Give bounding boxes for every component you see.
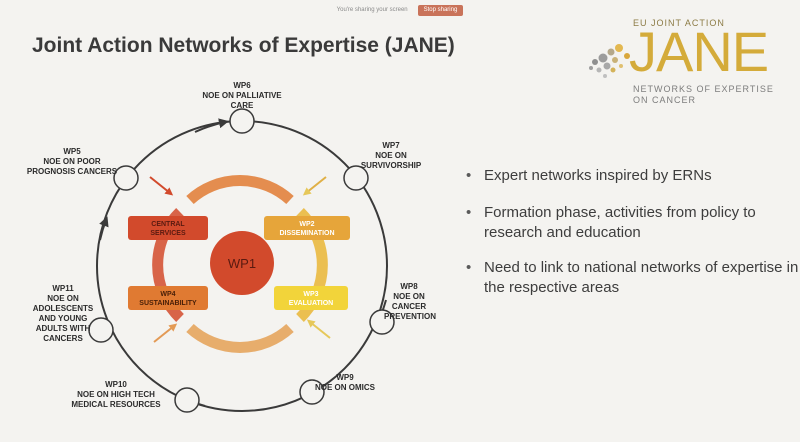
logo-subtitle-line: ON CANCER xyxy=(633,95,697,105)
box-wp2 xyxy=(264,216,350,240)
wp7-number: WP7 xyxy=(382,141,400,150)
logo-subtitle-line: NETWORKS OF EXPERTISE xyxy=(633,84,774,94)
node-wp9 xyxy=(299,379,325,405)
box-wp3 xyxy=(274,286,348,310)
wp2-label: DISSEMINATION xyxy=(279,230,334,237)
wp10-text: NOE ON HIGH TECH xyxy=(77,390,155,399)
key-points-list: Expert networks inspired by ERNs Formati… xyxy=(464,166,800,313)
screen-share-bar: You're sharing your screen Stop sharing xyxy=(0,4,800,16)
jane-logo: EU JOINT ACTION JANE NETWORKS OF EXPERTI… xyxy=(585,16,785,116)
wp11-number: WP11 xyxy=(52,284,74,293)
wp8-text: PREVENTION xyxy=(384,312,437,321)
node-wp11 xyxy=(88,317,114,343)
node-wp10 xyxy=(174,387,200,413)
logo-subtitle: NETWORKS OF EXPERTISE ON CANCER xyxy=(633,84,774,106)
wp2-label: WP2 xyxy=(299,221,314,228)
wp5-number: WP5 xyxy=(63,147,81,156)
logo-dots-icon xyxy=(589,44,630,78)
inner-ring-segment-bottom xyxy=(186,323,294,353)
wp6-text: NOE ON PALLIATIVE xyxy=(202,91,282,100)
wp10-number: WP10 xyxy=(105,380,127,389)
wp6-label: WP6 NOE ON PALLIATIVE CARE xyxy=(190,81,294,111)
cycle-arrow-icon xyxy=(194,118,229,133)
wp9-text: NOE ON OMICS xyxy=(314,383,375,392)
logo-wordmark: JANE xyxy=(629,20,769,83)
wp6-number: WP6 xyxy=(233,81,251,90)
node-wp7 xyxy=(343,165,369,191)
wp11-text: ADOLESCENTS xyxy=(32,304,94,313)
wp10-text: MEDICAL RESOURCES xyxy=(71,400,161,409)
inner-ring-segment-top xyxy=(186,175,294,205)
feed-arrow-icon xyxy=(306,319,331,339)
wp8-number: WP8 xyxy=(400,282,418,291)
work-package-diagram: CENTRAL SERVICES WP2 DISSEMINATION WP4 S… xyxy=(0,60,460,437)
screen-share-text: You're sharing your screen xyxy=(336,7,408,13)
wp10-label: WP10 NOE ON HIGH TECH MEDICAL RESOURCES xyxy=(60,380,172,410)
wp11-text: NOE ON xyxy=(47,294,79,303)
wp7-text: SURVIVORSHIP xyxy=(360,161,422,170)
wp8-label: WP8 NOE ON CANCER PREVENTION xyxy=(384,282,437,322)
center-wp1 xyxy=(210,231,274,295)
wp5-text: PROGNOSIS CANCERS xyxy=(26,167,118,176)
node-wp8 xyxy=(369,309,395,335)
bullet-item: Formation phase, activities from policy … xyxy=(464,203,800,243)
box-wp4 xyxy=(128,286,208,310)
central-services-label: CENTRAL xyxy=(151,221,185,228)
wp1-label: WP1 xyxy=(228,256,256,271)
cycle-diagram: CENTRAL SERVICES WP2 DISSEMINATION WP4 S… xyxy=(88,108,395,413)
feed-arrow-icon xyxy=(153,323,178,343)
bullet-item: Expert networks inspired by ERNs xyxy=(464,166,800,186)
node-wp5 xyxy=(113,165,139,191)
wp11-text: CANCERS xyxy=(43,334,83,343)
wp3-label: WP3 xyxy=(303,291,318,298)
wp11-text: AND YOUNG xyxy=(38,314,88,323)
slide-title: Joint Action Networks of Expertise (JANE… xyxy=(32,34,455,57)
cycle-arrow-icon xyxy=(99,216,109,241)
wp5-label: WP5 NOE ON POOR PROGNOSIS CANCERS xyxy=(20,147,124,177)
wp8-text: NOE ON xyxy=(393,292,425,301)
wp9-label: WP9 NOE ON OMICS xyxy=(310,373,380,393)
wp11-label: WP11 NOE ON ADOLESCENTS AND YOUNG ADULTS… xyxy=(24,284,102,344)
stop-sharing-button[interactable]: Stop sharing xyxy=(417,4,464,16)
feed-arrow-icon xyxy=(302,176,327,196)
box-central-services xyxy=(128,216,208,240)
wp9-number: WP9 xyxy=(336,373,354,382)
node-wp6 xyxy=(229,108,255,134)
wp6-text: CARE xyxy=(230,101,254,110)
wp5-text: NOE ON POOR xyxy=(43,157,101,166)
wp7-text: NOE ON xyxy=(375,151,407,160)
wp3-label: EVALUATION xyxy=(289,300,333,307)
central-services-label: SERVICES xyxy=(150,230,186,237)
logo-top-text: EU JOINT ACTION xyxy=(633,18,725,28)
wp4-label: SUSTAINABILITY xyxy=(139,300,197,307)
wp11-text: ADULTS WITH xyxy=(35,324,91,333)
feed-arrow-icon xyxy=(149,176,174,196)
wp4-label: WP4 xyxy=(160,291,175,298)
wp7-label: WP7 NOE ON SURVIVORSHIP xyxy=(356,141,426,171)
bullet-item: Need to link to national networks of exp… xyxy=(464,258,800,298)
wp8-text: CANCER xyxy=(391,302,427,311)
